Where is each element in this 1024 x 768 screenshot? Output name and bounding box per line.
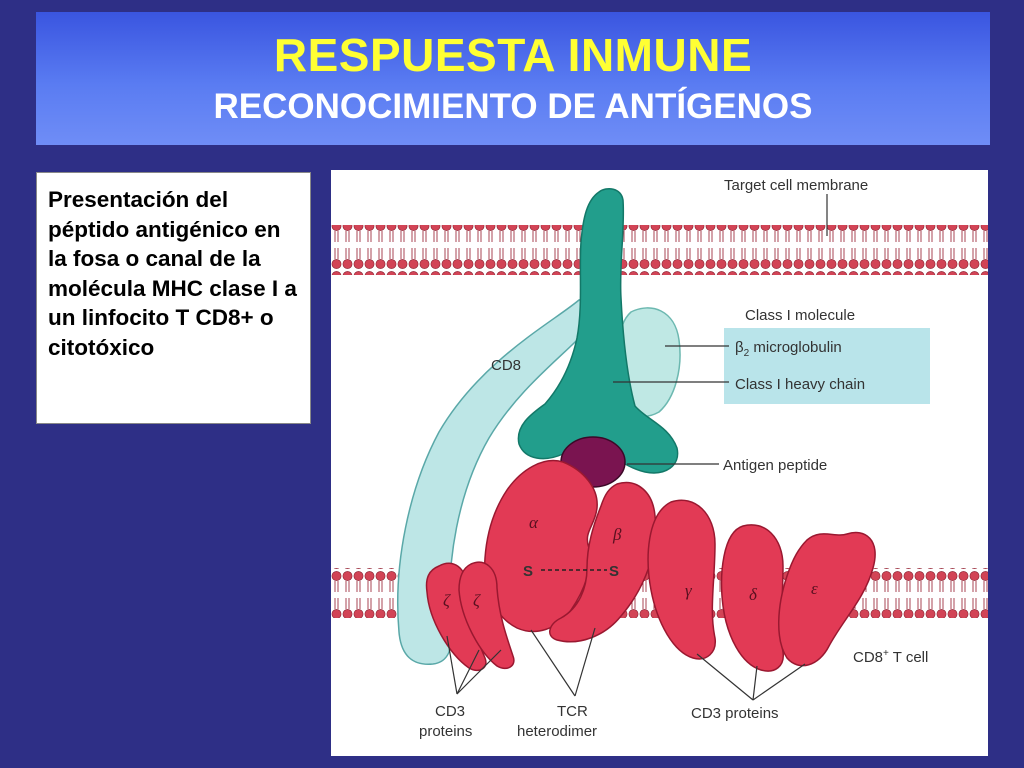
label-cd8: CD8 [491, 357, 521, 374]
title-banner: RESPUESTA INMUNE RECONOCIMIENTO DE ANTÍG… [36, 12, 990, 145]
label-epsilon: ε [811, 579, 818, 598]
label-target-membrane: Target cell membrane [724, 177, 868, 194]
label-beta: β [612, 525, 622, 544]
description-text: Presentación del péptido antigénico en l… [48, 187, 297, 360]
label-s-left: S [523, 563, 533, 580]
tcr-alpha-chain [484, 459, 598, 633]
slide-subtitle: RECONOCIMIENTO DE ANTÍGENOS [213, 87, 813, 126]
label-zeta-1: ζ [443, 591, 451, 610]
label-alpha: α [529, 513, 539, 532]
label-cd3-right: CD3 proteins [691, 705, 779, 722]
label-heavy-chain: Class I heavy chain [735, 376, 865, 393]
label-b2-microglobulin: β2 microglobulin [735, 339, 842, 359]
label-tcr-1: TCR [557, 703, 588, 720]
cd3-zeta-2 [458, 561, 515, 670]
immune-recognition-diagram: Target cell membrane Class I molecule β2… [331, 177, 988, 740]
description-box: Presentación del péptido antigénico en l… [36, 172, 311, 424]
label-zeta-2: ζ [473, 591, 481, 610]
leader-lines [446, 194, 828, 701]
label-cd3-left-2: proteins [419, 723, 472, 740]
label-antigen-peptide: Antigen peptide [723, 457, 827, 474]
cd3-delta [720, 524, 784, 672]
target-cell-membrane [331, 225, 988, 275]
label-class1-molecule: Class I molecule [745, 307, 855, 324]
cd3-gamma [647, 499, 716, 660]
slide-title: RESPUESTA INMUNE [273, 29, 753, 81]
label-cd8-t-cell: CD8+ T cell [853, 648, 928, 666]
label-delta: δ [749, 585, 758, 604]
label-tcr-2: heterodimer [517, 723, 597, 740]
cd3-epsilon [778, 531, 876, 667]
label-cd3-left-1: CD3 [435, 703, 465, 720]
class1-legend-box [724, 328, 930, 404]
diagram-panel: Target cell membrane Class I molecule β2… [331, 170, 988, 756]
label-s-right: S [609, 563, 619, 580]
label-gamma: γ [685, 581, 693, 600]
